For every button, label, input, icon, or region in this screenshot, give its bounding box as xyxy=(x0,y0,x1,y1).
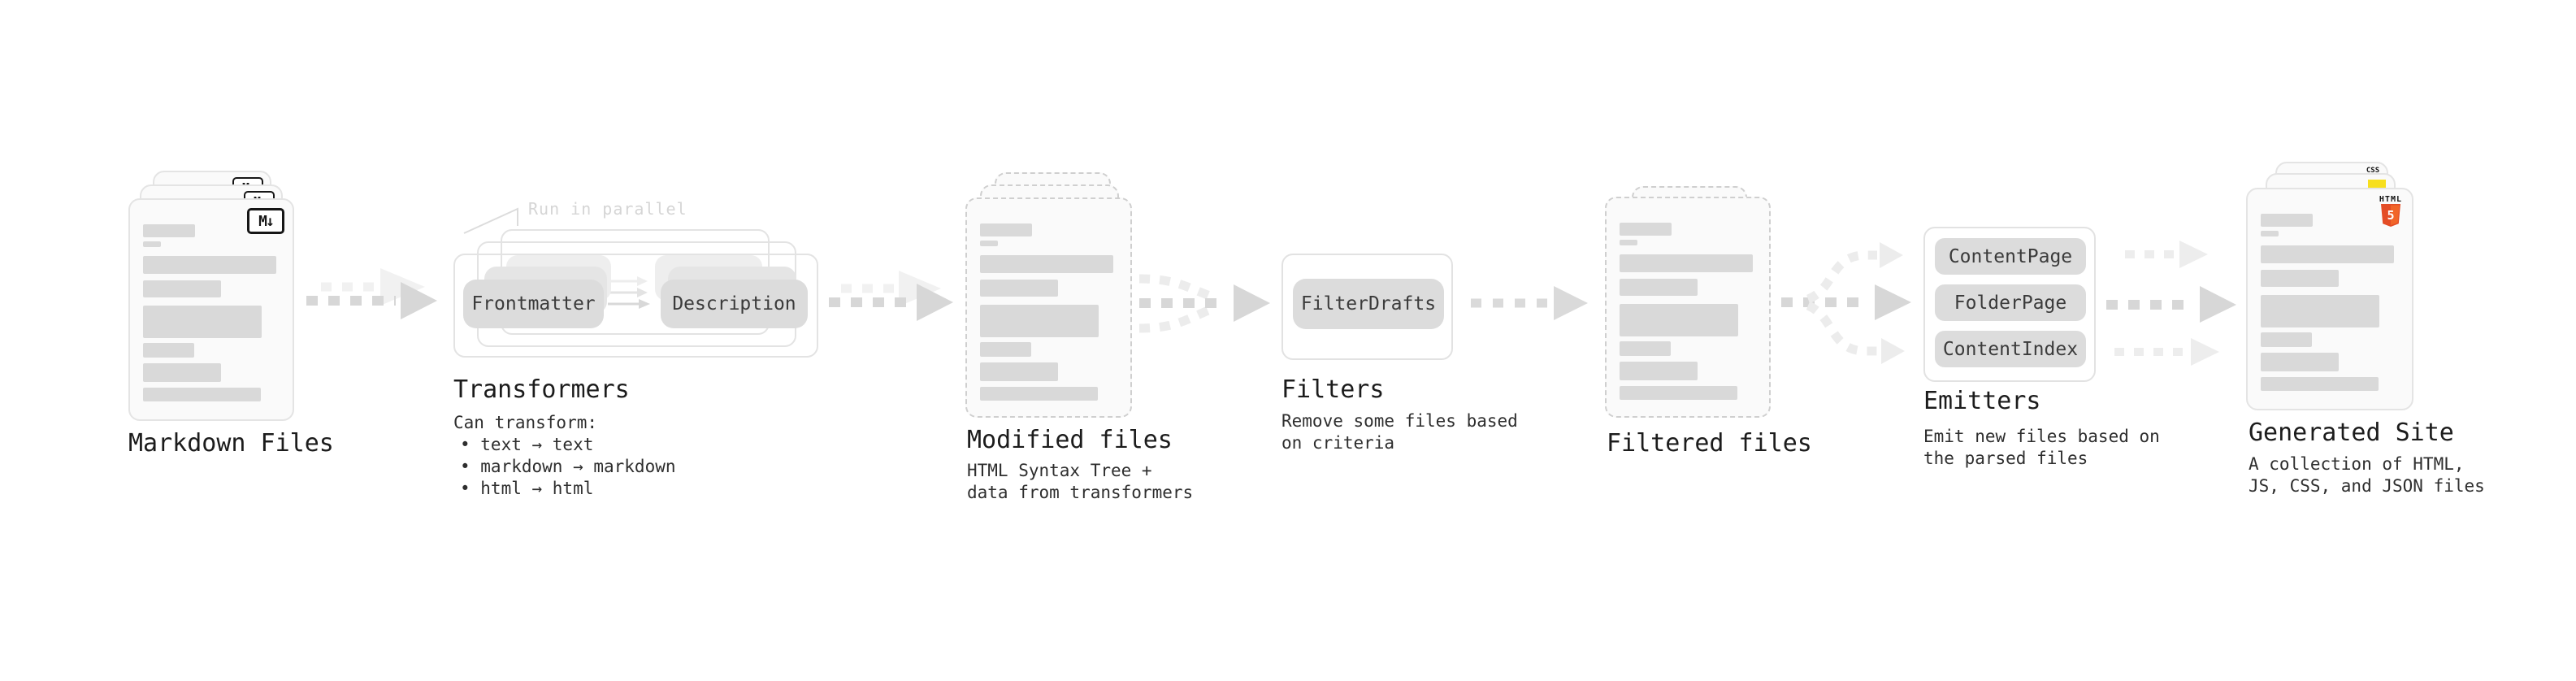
description-line: Remove some files based xyxy=(1281,411,1518,431)
content-bar xyxy=(143,241,161,247)
content-bar xyxy=(2261,353,2339,371)
javascript-icon xyxy=(2368,180,2386,190)
emitters-description: Emit new files based on the parsed files xyxy=(1923,426,2160,470)
content-bar xyxy=(2261,270,2339,287)
folderpage-node: FolderPage xyxy=(1935,284,2086,321)
run-in-parallel-label: Run in parallel xyxy=(528,199,687,219)
content-bar xyxy=(1620,279,1698,296)
content-bar xyxy=(143,363,221,382)
content-bar xyxy=(980,241,998,246)
content-bar xyxy=(1620,386,1737,400)
generated-site-description: A collection of HTML, JS, CSS, and JSON … xyxy=(2249,453,2485,497)
css-icon-label: CSS xyxy=(2366,167,2380,175)
html5-shield: 5 xyxy=(2380,204,2400,227)
markdown-files-title: Markdown Files xyxy=(128,429,334,458)
run-in-parallel-leader-line xyxy=(463,207,518,234)
content-bar xyxy=(1620,341,1671,356)
modified-file-card-front xyxy=(965,197,1132,418)
content-bar xyxy=(1620,223,1672,236)
contentindex-node: ContentIndex xyxy=(1935,331,2086,367)
content-bar xyxy=(980,305,1099,337)
arrow-filters-to-filtered xyxy=(1471,286,1588,320)
content-bar xyxy=(143,343,194,358)
content-bar xyxy=(980,255,1113,273)
content-bar xyxy=(980,362,1058,381)
filtered-files-title: Filtered files xyxy=(1607,429,1812,458)
transform-bullet: • text → text xyxy=(460,435,594,454)
content-bar xyxy=(1620,362,1698,380)
can-transform-heading: Can transform: xyxy=(453,413,598,432)
content-bar xyxy=(980,280,1058,297)
filtered-file-card-front xyxy=(1605,197,1771,418)
transform-bullet: • html → html xyxy=(460,479,594,498)
modified-files-title: Modified files xyxy=(967,426,1173,454)
content-bar xyxy=(2261,245,2394,263)
content-bar xyxy=(143,256,276,274)
description-line: A collection of HTML, xyxy=(2249,454,2465,474)
filters-description: Remove some files based on criteria xyxy=(1281,410,1518,454)
arrow-transformers-to-modified xyxy=(829,271,953,321)
description-line: HTML Syntax Tree + xyxy=(967,461,1152,480)
content-bar xyxy=(980,223,1032,236)
filterdrafts-node: FilterDrafts xyxy=(1293,279,1444,329)
content-bar xyxy=(980,342,1031,357)
description-line: data from transformers xyxy=(967,483,1194,502)
emitters-title: Emitters xyxy=(1923,387,2041,415)
svg-text:5: 5 xyxy=(2387,208,2394,223)
description-line: Emit new files based on xyxy=(1923,427,2160,446)
content-bar xyxy=(2261,377,2379,391)
content-bar xyxy=(1620,240,1637,245)
filters-title: Filters xyxy=(1281,375,1385,404)
html5-icon-label: HTML xyxy=(2379,195,2402,204)
content-bar xyxy=(143,280,221,297)
modified-files-description: HTML Syntax Tree + data from transformer… xyxy=(967,460,1193,504)
content-bar xyxy=(143,388,261,401)
content-bar xyxy=(2261,214,2313,227)
content-bar xyxy=(143,224,195,237)
description-node: Description xyxy=(661,280,808,328)
arrow-modified-to-filters xyxy=(1138,274,1270,333)
content-bar xyxy=(2261,231,2279,236)
description-line: the parsed files xyxy=(1923,449,2088,468)
transformers-description: Can transform: • text → text • markdown … xyxy=(453,412,676,500)
markdown-file-card-front: M↓ xyxy=(128,198,294,421)
content-bar xyxy=(2261,295,2379,327)
frontmatter-node: Frontmatter xyxy=(463,280,604,328)
arrow-emitters-to-site xyxy=(2106,241,2236,366)
transformers-title: Transformers xyxy=(453,375,630,404)
description-line: JS, CSS, and JSON files xyxy=(2249,476,2485,496)
contentpage-node: ContentPage xyxy=(1935,238,2086,275)
site-file-card-front: HTML 5 xyxy=(2246,188,2413,410)
arrow-markdown-to-transformers xyxy=(306,268,437,319)
arrow-filtered-to-emitters xyxy=(1781,242,1911,364)
content-bar xyxy=(2261,332,2312,347)
transformer-frame-front xyxy=(453,254,818,358)
content-bar xyxy=(980,387,1098,401)
content-bar xyxy=(1620,304,1738,336)
content-bar xyxy=(143,306,262,338)
transform-bullet: • markdown → markdown xyxy=(460,457,676,476)
content-bar xyxy=(1620,254,1753,272)
markdown-icon: M↓ xyxy=(247,208,284,234)
description-line: on criteria xyxy=(1281,433,1395,453)
html5-icon: HTML 5 xyxy=(2379,195,2402,227)
generated-site-title: Generated Site xyxy=(2249,419,2454,447)
transformer-parallel-arrows xyxy=(608,276,650,309)
